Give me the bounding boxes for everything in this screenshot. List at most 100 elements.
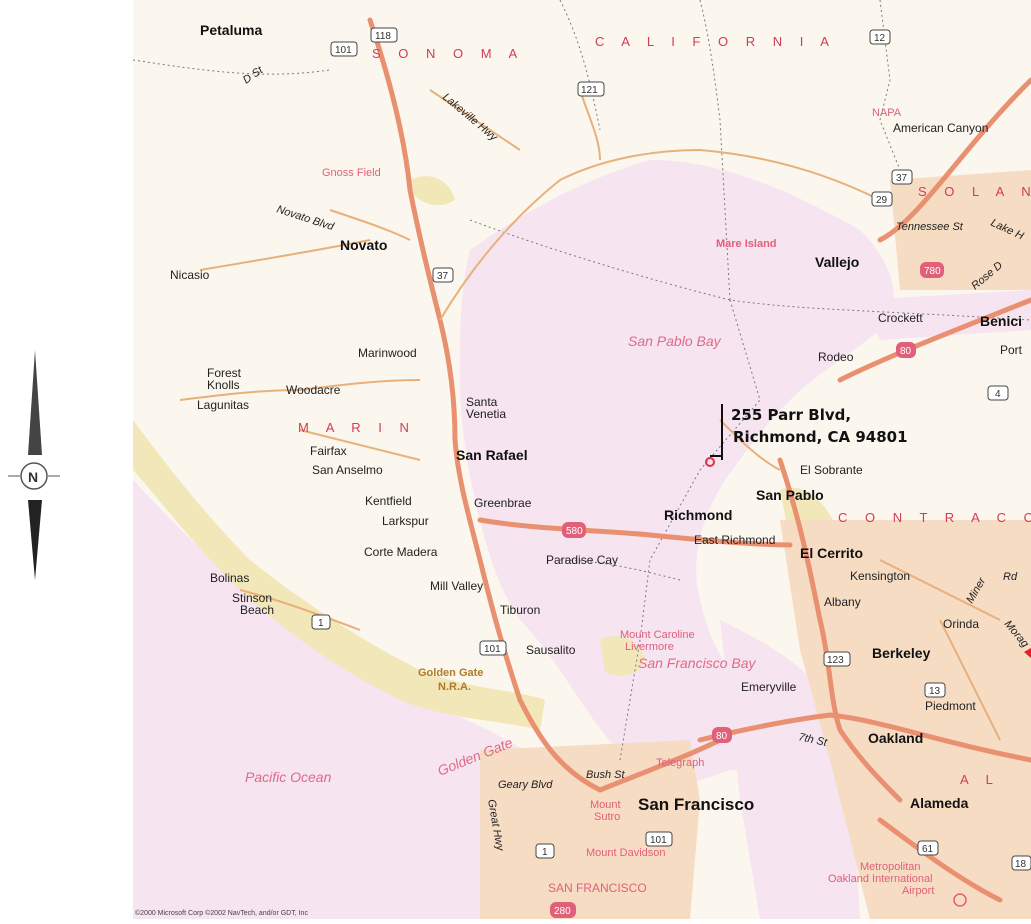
address-line-1: 255 Parr Blvd, (731, 406, 851, 424)
svg-text:12: 12 (874, 33, 886, 44)
shield-101-north: 101 (330, 41, 358, 57)
city-novato: Novato (340, 237, 387, 253)
compass-letter: N (28, 469, 38, 485)
city-woodacre: Woodacre (286, 383, 341, 397)
label-san-pablo-bay: San Pablo Bay (628, 333, 722, 349)
svg-text:580: 580 (566, 526, 583, 537)
city-bolinas: Bolinas (210, 571, 249, 585)
city-el-cerrito: El Cerrito (800, 545, 863, 561)
copyright-text: ©2000 Microsoft Corp ©2002 NavTech, and/… (135, 909, 308, 917)
svg-text:13: 13 (929, 686, 941, 697)
address-line-2: Richmond, CA 94801 (733, 428, 908, 446)
water-bodies (133, 160, 1031, 919)
city-orinda: Orinda (943, 617, 979, 631)
city-paradise-cay: Paradise Cay (546, 553, 618, 567)
highways (367, 17, 1031, 903)
label-telegraph: Telegraph (656, 757, 704, 769)
svg-text:37: 37 (896, 173, 908, 184)
shield-61: 61 (917, 840, 939, 856)
city-santa-venetia: Santa (466, 395, 498, 409)
svg-text:118: 118 (375, 31, 391, 42)
shield-4: 4 (987, 385, 1009, 401)
city-alameda: Alameda (910, 795, 969, 811)
location-marker-icon (705, 457, 715, 467)
region-napa: NAPA (872, 107, 902, 119)
city-benicia: Benici (980, 313, 1022, 329)
city-east-richmond: East Richmond (694, 533, 775, 547)
shield-101-sf: 101 (645, 831, 673, 847)
city-marinwood: Marinwood (358, 346, 417, 360)
city-corte-madera: Corte Madera (364, 545, 438, 559)
svg-text:4: 4 (995, 389, 1001, 400)
region-marin: M A R I N (298, 420, 416, 435)
city-berkeley: Berkeley (872, 645, 931, 661)
street-bush-st: Bush St (586, 769, 625, 781)
city-santa-venetia-2: Venetia (466, 407, 506, 421)
svg-text:29: 29 (876, 195, 888, 206)
label-mount-caroline: Mount Caroline (620, 629, 695, 641)
label-mare-island: Mare Island (716, 238, 777, 250)
shield-29: 29 (871, 191, 893, 207)
city-larkspur: Larkspur (382, 514, 429, 528)
region-solano: S O L A N (918, 184, 1031, 199)
city-american-canyon: American Canyon (893, 121, 988, 135)
label-livermore: Livermore (625, 641, 674, 653)
svg-text:121: 121 (581, 85, 598, 96)
svg-text:80: 80 (900, 346, 912, 357)
region-alameda: A L (960, 772, 1000, 787)
svg-text:80: 80 (716, 731, 728, 742)
compass-icon: N (8, 350, 60, 580)
svg-text:123: 123 (827, 655, 844, 666)
address-callout[interactable]: 255 Parr Blvd, Richmond, CA 94801 (705, 404, 908, 467)
route-shields: 118 101 12 121 37 37 29 4 1 101 123 13 1… (311, 27, 1031, 918)
label-mount-davidson: Mount Davidson (586, 847, 666, 859)
city-el-sobrante: El Sobrante (800, 463, 863, 477)
city-albany: Albany (824, 595, 861, 609)
city-piedmont: Piedmont (925, 699, 976, 713)
svg-text:37: 37 (437, 271, 449, 282)
shield-i80-bay: 80 (712, 727, 732, 743)
label-golden-gate-nra: Golden Gate (418, 667, 483, 679)
city-emeryville: Emeryville (741, 680, 797, 694)
svg-text:101: 101 (650, 835, 667, 846)
city-fairfax: Fairfax (310, 444, 347, 458)
callout-leader (710, 404, 723, 460)
label-gnoss-field: Gnoss Field (322, 167, 381, 179)
shield-i280: 280 (550, 902, 576, 918)
svg-text:61: 61 (922, 844, 934, 855)
street-tennessee: Tennessee St (896, 221, 964, 233)
city-san-pablo: San Pablo (756, 487, 824, 503)
svg-text:1: 1 (542, 847, 548, 858)
shield-i80-north: 80 (896, 342, 916, 358)
city-forest-knolls: Forest (207, 366, 242, 380)
svg-text:101: 101 (484, 644, 501, 655)
svg-text:1: 1 (318, 618, 324, 629)
city-tiburon: Tiburon (500, 603, 540, 617)
label-sf-county: SAN FRANCISCO (548, 881, 647, 895)
city-stinson-2: Beach (240, 603, 274, 617)
city-san-rafael: San Rafael (456, 447, 528, 463)
city-lagunitas: Lagunitas (197, 398, 249, 412)
label-oakland-intl: Oakland International (828, 873, 933, 885)
svg-text:18: 18 (1015, 859, 1027, 870)
airport-icon (953, 893, 967, 907)
svg-text:780: 780 (924, 266, 941, 277)
shield-i780: 780 (920, 262, 944, 278)
region-california: C A L I F O R N I A (595, 34, 836, 49)
label-golden-gate-nra-2: N.R.A. (438, 681, 471, 693)
shield-37-east: 37 (891, 169, 913, 185)
label-metropolitan: Metropolitan (860, 861, 921, 873)
city-kensington: Kensington (850, 569, 910, 583)
shield-123: 123 (823, 651, 851, 667)
city-sausalito: Sausalito (526, 643, 576, 657)
city-petaluma: Petaluma (200, 22, 262, 38)
shield-1-sf: 1 (535, 843, 555, 859)
shield-101-marin: 101 (479, 640, 507, 656)
label-airport: Airport (902, 885, 934, 897)
shield-13: 13 (924, 682, 946, 698)
city-richmond: Richmond (664, 507, 732, 523)
city-vallejo: Vallejo (815, 254, 859, 270)
city-crockett: Crockett (878, 311, 923, 325)
